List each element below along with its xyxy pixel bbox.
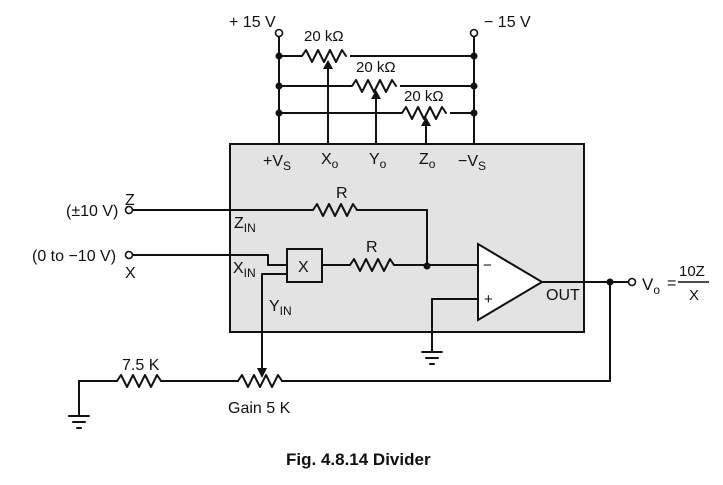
top-pin-labels: +VS Xo Yo Zo −VS xyxy=(263,151,486,173)
supply-negative-label: − 15 V xyxy=(484,14,531,31)
pin-vs-neg: −VS xyxy=(458,153,486,173)
gain-network-wiring xyxy=(68,374,611,429)
pin-vs-pos: +VS xyxy=(263,153,291,173)
trim-label-3: 20 kΩ xyxy=(404,88,444,105)
output-denominator: X xyxy=(689,287,699,304)
op-amp-minus: − xyxy=(483,257,492,274)
supply-wiring xyxy=(274,28,479,145)
figure-caption: Fig. 4.8.14 Divider xyxy=(286,450,431,469)
pin-yo: Yo xyxy=(369,151,387,171)
multiplier-symbol: X xyxy=(298,259,309,276)
op-amp xyxy=(477,242,544,322)
r-mid-label: R xyxy=(366,239,378,256)
pin-yin: YIN xyxy=(269,298,292,318)
yin-wiring xyxy=(257,273,288,378)
gain-pot-label: Gain 5 K xyxy=(228,400,291,417)
supply-positive-label: + 15 V xyxy=(229,14,276,31)
output-equals: = xyxy=(667,275,676,292)
trim-label-2: 20 kΩ xyxy=(356,59,396,76)
z-input-range: (±10 V) xyxy=(66,203,118,220)
z-input-name: Z xyxy=(125,192,135,209)
pin-xin: XIN xyxy=(233,260,256,280)
z-input-wiring xyxy=(124,203,428,267)
trim-pot-yo xyxy=(351,79,400,145)
gain-fixed-resistor-label: 7.5 K xyxy=(122,357,160,374)
x-input-wiring xyxy=(124,250,288,266)
noninv-ground-wiring xyxy=(421,298,479,365)
pin-zin: ZIN xyxy=(234,215,256,235)
output-wiring xyxy=(541,277,637,382)
trim-label-1: 20 kΩ xyxy=(304,28,344,45)
x-input-name: X xyxy=(125,265,136,282)
multiplier-block xyxy=(286,248,323,283)
feedback-resistor-wiring xyxy=(321,258,481,272)
output-vo: Vo xyxy=(642,275,660,297)
output-numerator: 10Z xyxy=(679,263,705,280)
trim-pot-zo xyxy=(401,106,450,145)
pin-zo: Zo xyxy=(419,151,436,171)
pin-xo: Xo xyxy=(321,151,339,171)
r-top-label: R xyxy=(336,185,348,202)
op-amp-plus: + xyxy=(484,291,493,308)
x-input-range: (0 to −10 V) xyxy=(32,248,116,265)
out-pin-label: OUT xyxy=(546,287,580,304)
ic-package xyxy=(229,143,585,333)
trim-pot-xo xyxy=(301,49,350,145)
